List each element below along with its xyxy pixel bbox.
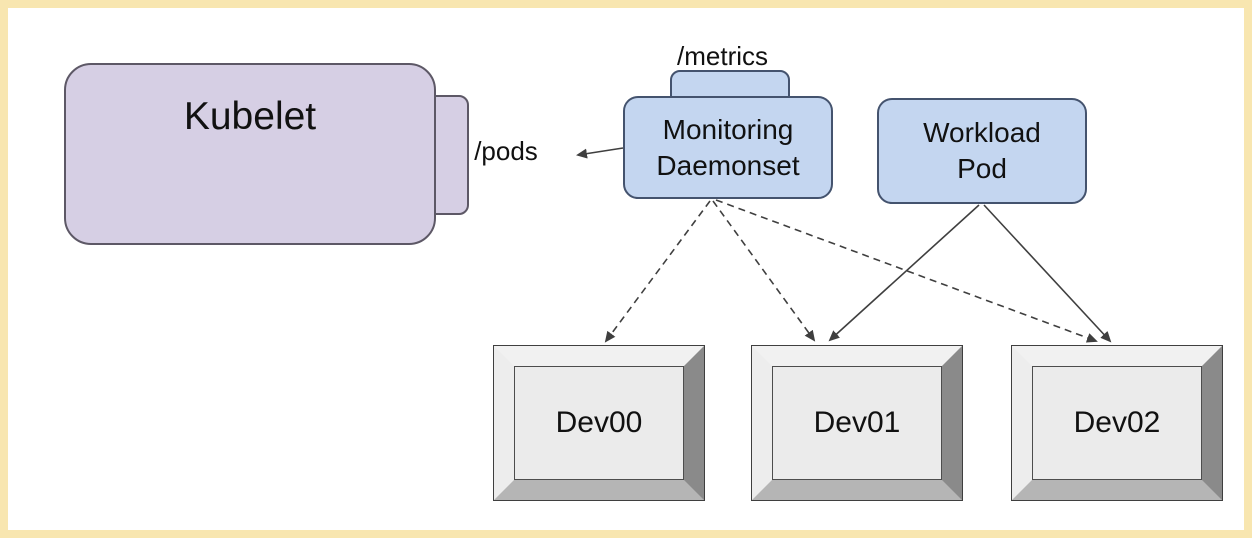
connector-workload-to-dev01 [828, 204, 980, 342]
monitoring-daemonset-label: Monitoring Daemonset [656, 113, 800, 181]
kubelet-node: Kubelet [64, 63, 436, 245]
workload-pod-node: Workload Pod [877, 98, 1087, 204]
connector-workload-to-dev02 [983, 204, 1112, 343]
connector-daemonset-to-dev01 [712, 200, 816, 342]
device-bevel [752, 346, 962, 500]
device-panel: Dev01 [772, 366, 942, 480]
workload-pod-label: Workload Pod [923, 117, 1041, 184]
monitoring-daemonset-node: Monitoring Daemonset [623, 96, 833, 199]
metrics-endpoint-label: /metrics [677, 41, 768, 71]
connector-daemonset-to-dev00 [604, 200, 711, 343]
pods-endpoint-label: /pods [474, 136, 538, 166]
device-dev01: Dev01 [751, 345, 963, 501]
connector-daemonset-to-kubelet-pods [576, 147, 624, 159]
device-panel: Dev02 [1032, 366, 1202, 480]
device-panel: Dev00 [514, 366, 684, 480]
device-dev02-label: Dev02 [1073, 406, 1161, 439]
device-bevel [494, 346, 704, 500]
kubelet-label: Kubelet [183, 95, 317, 138]
device-dev00-label: Dev00 [555, 406, 643, 439]
connector-daemonset-to-dev02 [715, 199, 1098, 343]
device-bevel [1012, 346, 1222, 500]
device-dev00: Dev00 [493, 345, 705, 501]
device-dev02: Dev02 [1011, 345, 1223, 501]
device-dev01-label: Dev01 [813, 406, 901, 439]
